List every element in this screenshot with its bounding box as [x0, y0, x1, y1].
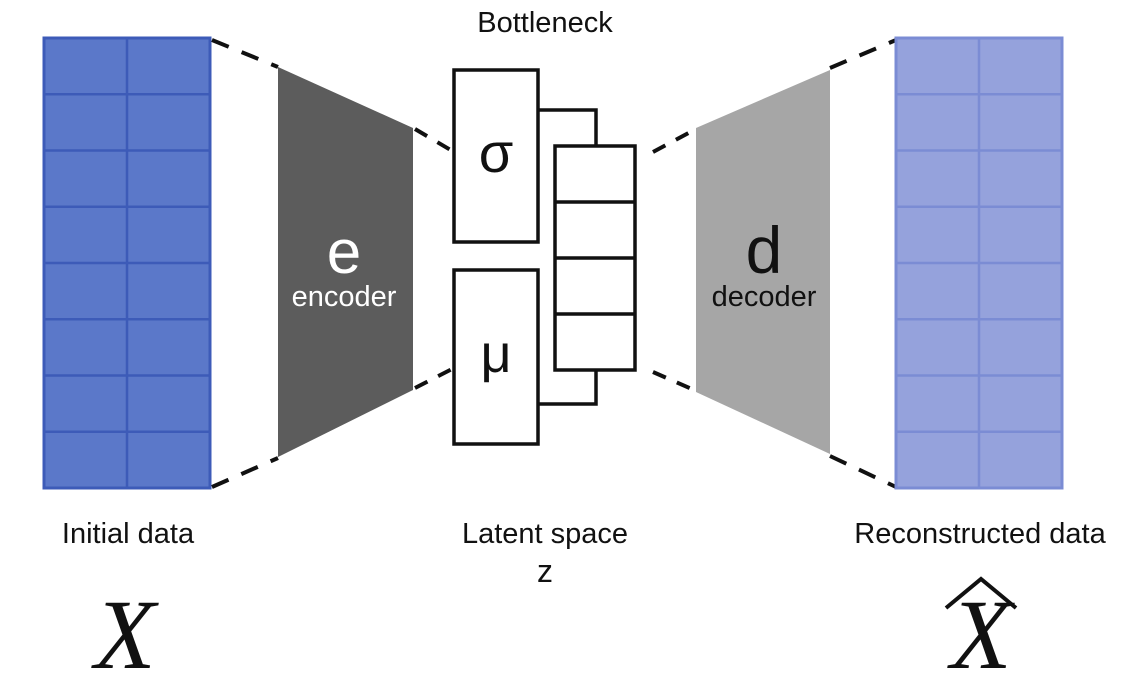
decoder-output-connectors	[829, 38, 897, 489]
bottleneck-title: Bottleneck	[477, 7, 613, 39]
connector-decoder-top	[652, 128, 695, 154]
encoder-trapezoid	[278, 67, 413, 457]
encoder-label: encoder	[292, 281, 397, 313]
input-symbol-x: X	[90, 579, 159, 690]
latent-space-symbol: z	[537, 553, 553, 589]
encoder-bottleneck-connectors	[413, 127, 456, 390]
input-encoder-connectors	[211, 38, 279, 489]
input-data-block	[42, 36, 212, 490]
initial-data-label: Initial data	[62, 518, 195, 550]
decoder-label: decoder	[712, 281, 817, 313]
sigma-symbol: σ	[479, 121, 514, 184]
mu-box	[452, 268, 540, 446]
mu-to-z-connector	[538, 370, 598, 406]
connector-input-bottom	[211, 456, 279, 489]
decoder-trapezoid	[696, 70, 830, 454]
connector-output-top	[829, 38, 897, 70]
connector-encoder-top	[413, 127, 456, 154]
decoder-letter: d	[746, 213, 783, 287]
output-symbol-x: X	[946, 579, 1015, 690]
encoder-block: e encoder	[278, 67, 413, 457]
output-data-block	[894, 36, 1064, 490]
sigma-box	[452, 68, 540, 244]
bottleneck-block	[452, 68, 637, 446]
bottleneck-decoder-connectors	[652, 128, 695, 392]
connector-output-bottom	[829, 454, 897, 489]
encoder-letter: e	[327, 218, 361, 287]
connector-decoder-bottom	[652, 370, 695, 392]
latent-vector-cells	[555, 200, 635, 316]
output-data-grid	[896, 38, 1062, 488]
connector-encoder-bottom	[414, 366, 455, 390]
latent-space-label: Latent space	[462, 518, 628, 550]
input-data-grid	[44, 38, 210, 488]
connector-input-top	[211, 38, 279, 69]
reconstructed-data-label: Reconstructed data	[854, 518, 1106, 550]
sigma-to-z-connector	[538, 108, 598, 147]
decoder-block: d decoder	[696, 70, 830, 454]
mu-symbol: μ	[480, 324, 511, 384]
output-hat-mark	[944, 576, 1018, 610]
